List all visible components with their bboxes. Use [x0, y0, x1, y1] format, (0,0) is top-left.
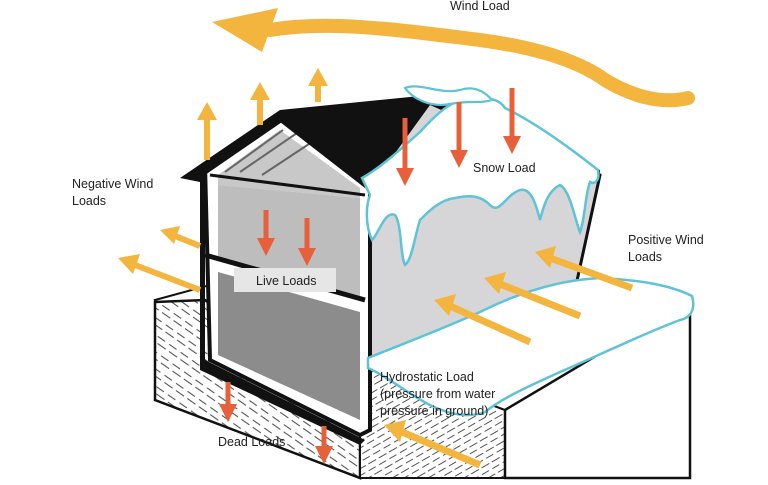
dead-load-arrows: [219, 382, 333, 464]
snow-cornice: [403, 85, 494, 106]
hydrostatic-label-line3: pressure in ground): [380, 404, 488, 418]
negative-wind-label-line2: Loads: [72, 194, 106, 208]
dead-loads-label: Dead Loads: [218, 435, 285, 449]
positive-wind-label-line2: Loads: [628, 250, 662, 264]
basement-slab: [366, 276, 695, 417]
negative-wind-up-arrows: [197, 68, 328, 160]
live-loads-label: Live Loads: [256, 274, 316, 288]
negative-wind-label-line1: Negative Wind: [72, 177, 153, 191]
wind-load-label: Wind Load: [450, 0, 510, 13]
hydrostatic-label-line2: (pressure from water: [380, 387, 495, 401]
positive-wind-label-line1: Positive Wind: [628, 233, 704, 247]
hydrostatic-label-line1: Hydrostatic Load: [380, 370, 474, 384]
live-load-arrows: [257, 210, 316, 266]
negative-wind-left-arrows: [118, 226, 202, 293]
snow-load-arrows: [396, 88, 521, 186]
wind-load-arrow: [212, 8, 695, 108]
snow-cover: [360, 97, 600, 267]
snow-load-label: Snow Load: [473, 161, 536, 175]
live-loads-label-bg: [234, 268, 336, 292]
positive-wind-arrows: [434, 246, 634, 346]
hydrostatic-arrow: [384, 420, 482, 469]
